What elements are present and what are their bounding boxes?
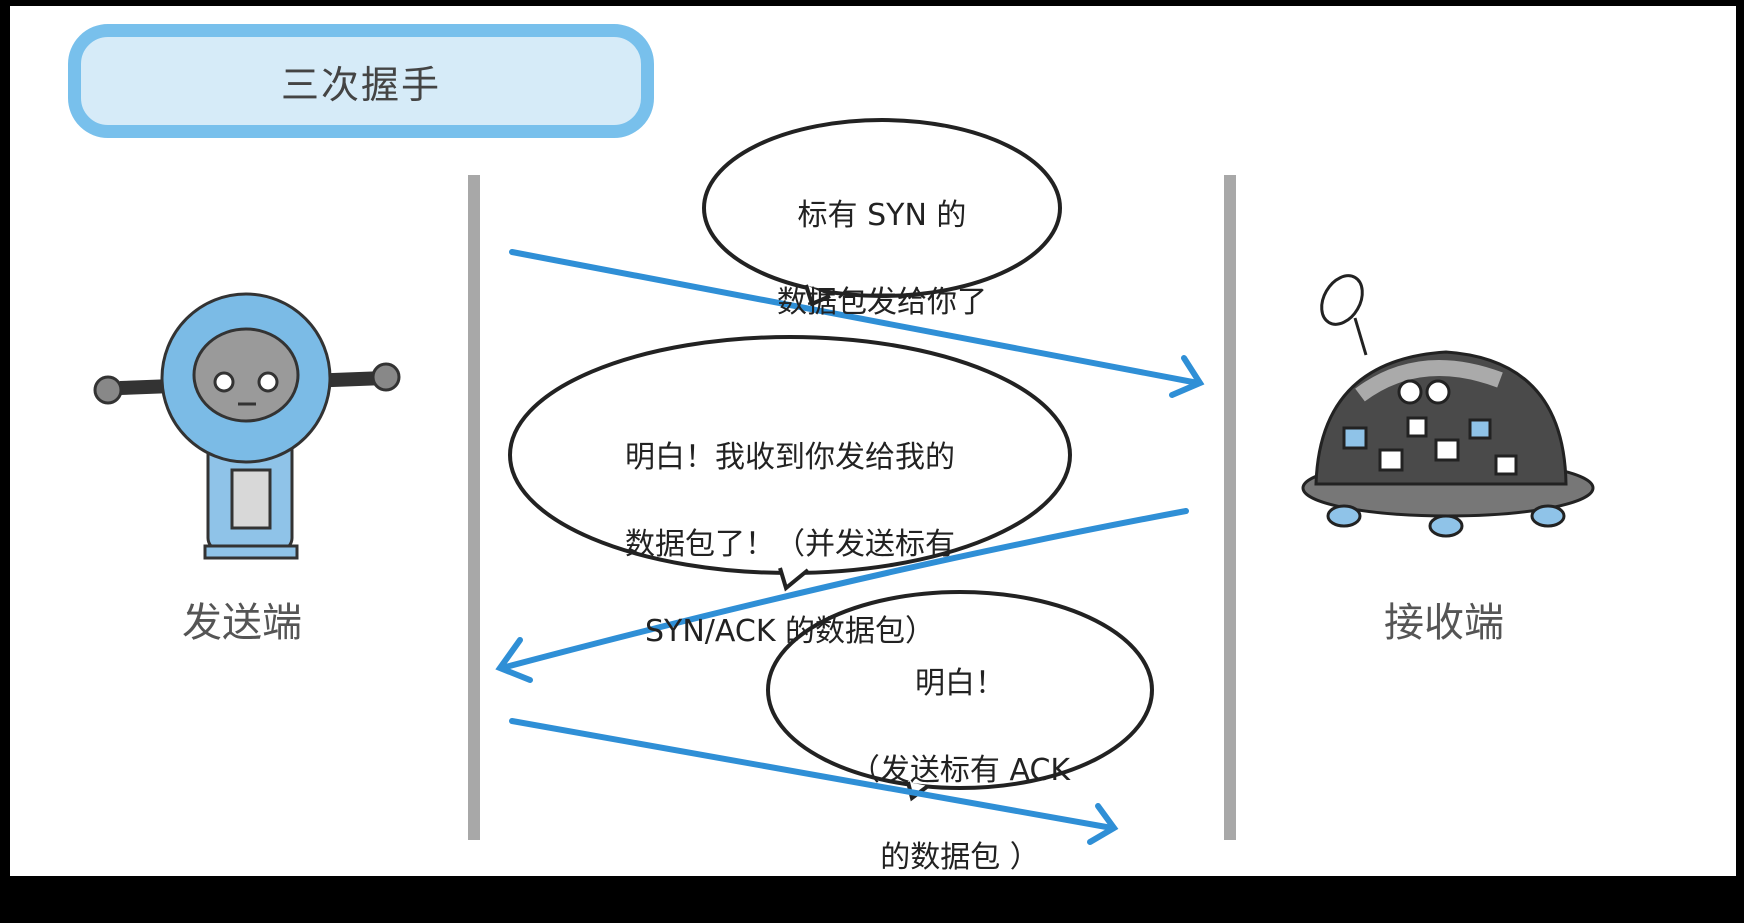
round-robot-icon — [93, 292, 401, 560]
handshake-diagram — [93, 118, 1595, 845]
bubble-text-ack: 明白！ （发送标有 ACK 的数据包 ） — [800, 618, 1120, 923]
dome-robot-icon — [1301, 274, 1595, 538]
bubble-line: 数据包了！（并发送标有 — [625, 526, 955, 562]
speech-bubble-ack — [766, 590, 1154, 802]
arrow-synack — [495, 508, 1189, 683]
sender-label: 发送端 — [182, 600, 302, 646]
diagram-title: 三次握手 — [280, 62, 441, 107]
bubble-text-synack: 明白！我收到你发给我的 数据包了！（并发送标有 SYN/ACK 的数据包） — [560, 392, 1020, 697]
arrow-syn — [509, 249, 1205, 398]
bubble-line: SYN/ACK 的数据包） — [644, 613, 936, 649]
receiver-label: 接收端 — [1384, 600, 1504, 646]
arrow-ack — [509, 718, 1119, 845]
speech-bubble-synack — [508, 335, 1072, 592]
bubble-text-syn: 标有 SYN 的 数据包发给你了 — [740, 150, 1024, 368]
bubble-line: （发送标有 ACK — [849, 752, 1071, 788]
speech-bubble-syn — [702, 118, 1062, 307]
bubble-line: 明白！我收到你发给我的 — [625, 439, 955, 475]
bubble-line: 的数据包 ） — [880, 839, 1040, 875]
bubble-line: 数据包发给你了 — [777, 284, 987, 320]
bubble-line: 明白！ — [915, 665, 1005, 701]
title-box: 三次握手 — [68, 24, 654, 138]
bubble-line: 标有 SYN 的 — [797, 197, 967, 233]
